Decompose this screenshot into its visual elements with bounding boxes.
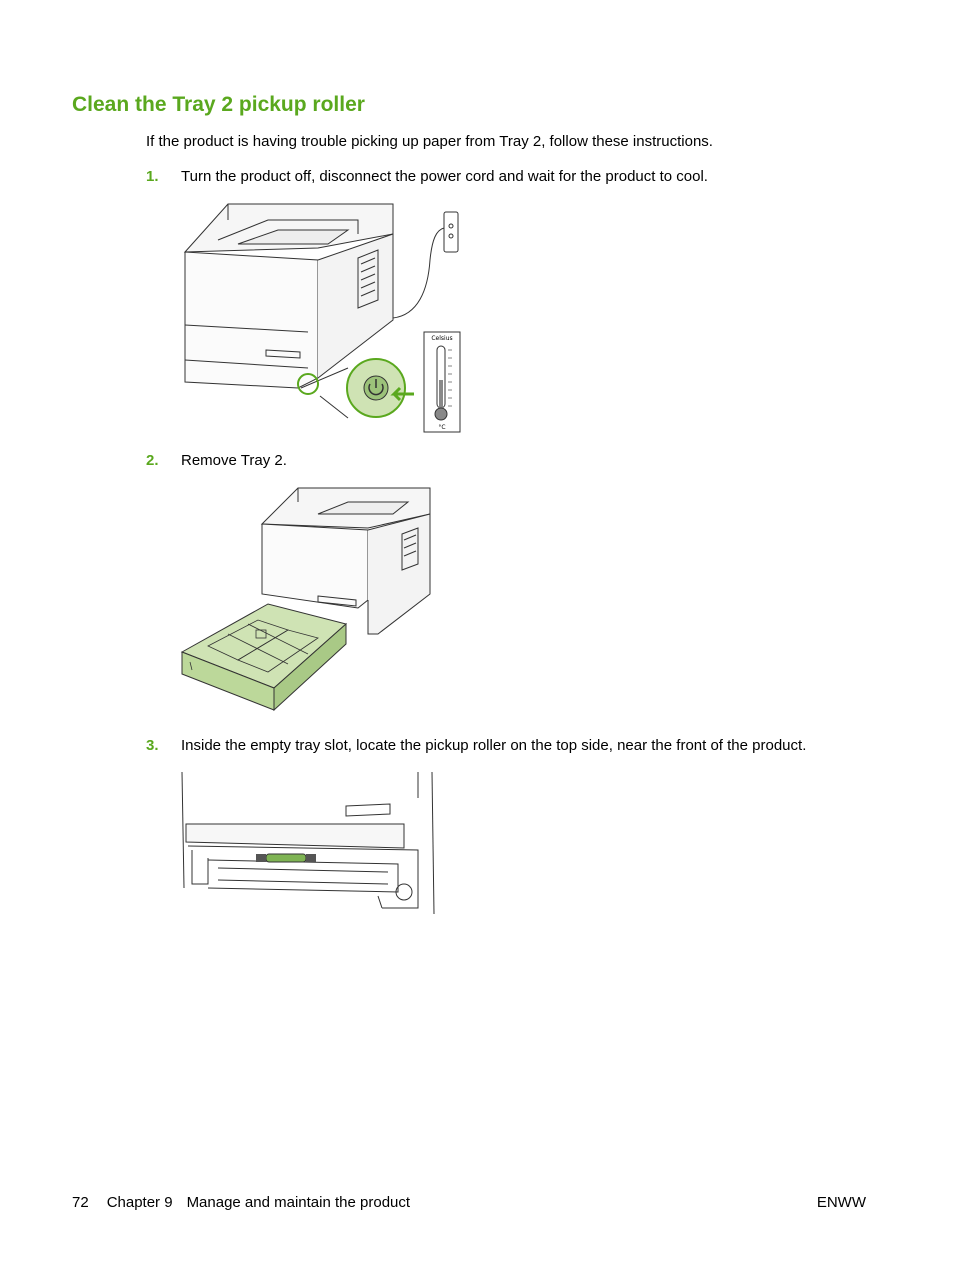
step-3-text: Inside the empty tray slot, locate the p… bbox=[181, 737, 807, 754]
thermometer-label: Celsius bbox=[431, 335, 452, 342]
step-3-number: 3. bbox=[146, 737, 159, 754]
step-1-text: Turn the product off, disconnect the pow… bbox=[181, 168, 708, 185]
chapter-title: Manage and maintain the product bbox=[186, 1194, 411, 1211]
thermometer-unit: °C bbox=[438, 424, 445, 431]
footer-right: ENWW bbox=[816, 1194, 866, 1211]
step-2-text: Remove Tray 2. bbox=[181, 452, 287, 469]
page-number: 72 bbox=[72, 1194, 89, 1211]
printer-power-off-illustration: Celsius °C bbox=[183, 203, 461, 433]
remove-tray-illustration bbox=[180, 487, 431, 712]
page-title: Clean the Tray 2 pickup roller bbox=[72, 93, 365, 116]
intro-paragraph: If the product is having trouble picking… bbox=[146, 133, 713, 150]
pickup-roller-illustration bbox=[181, 771, 435, 915]
chapter-label: Chapter 9 bbox=[106, 1194, 173, 1211]
step-2-number: 2. bbox=[146, 452, 159, 469]
footer-left: 72 Chapter 9 Manage and maintain the produ… bbox=[72, 1194, 410, 1211]
step-1-number: 1. bbox=[146, 168, 159, 185]
